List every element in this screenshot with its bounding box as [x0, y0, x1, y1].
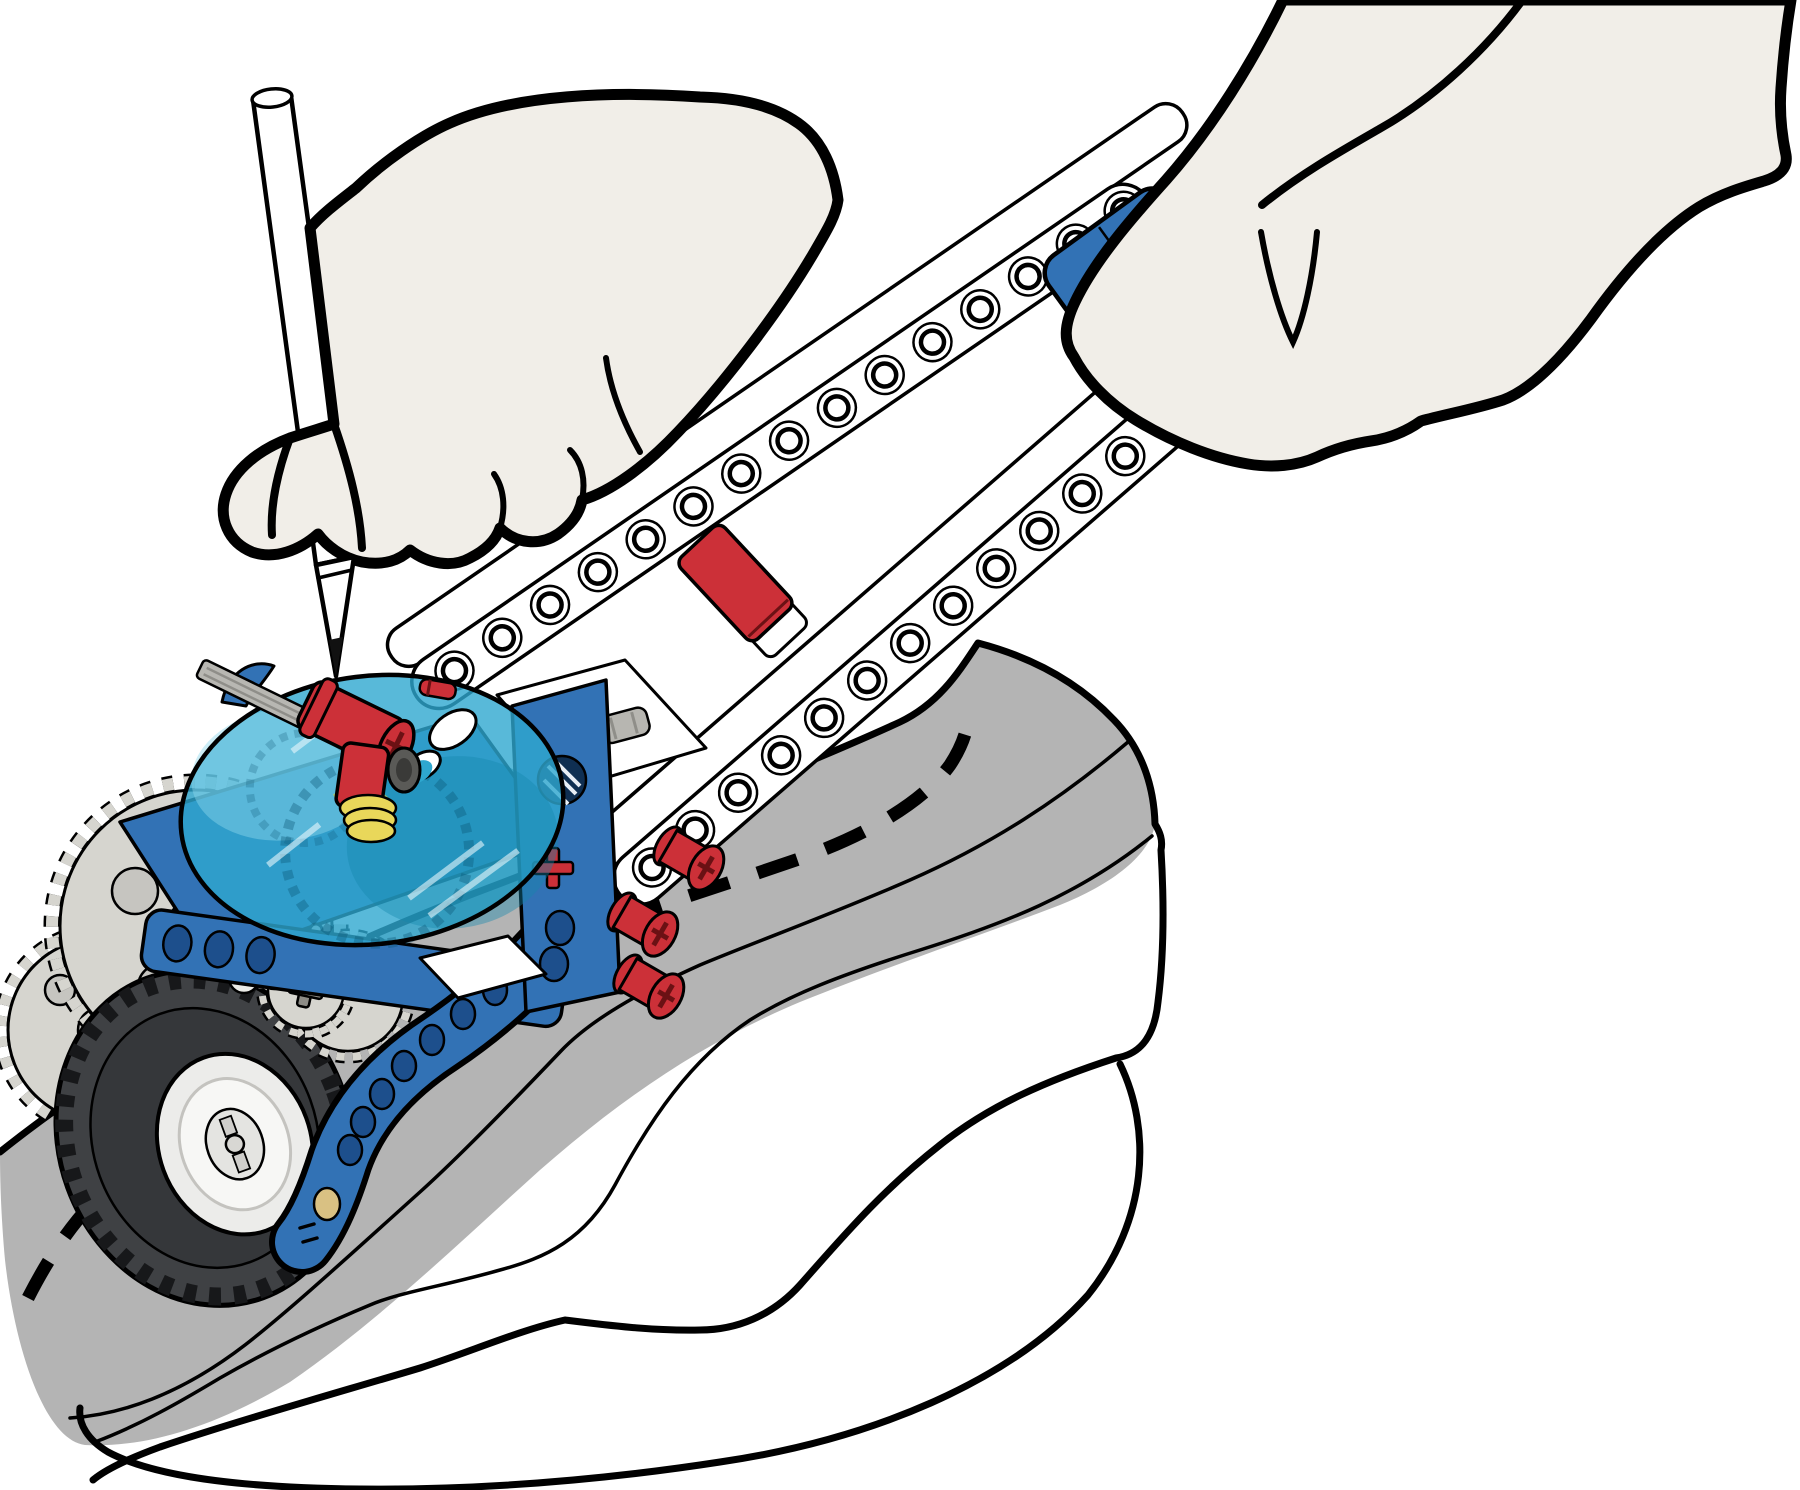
- left-hand-outline: [217, 88, 844, 569]
- wheel-hub: [154, 1051, 315, 1237]
- pencil-tip: [313, 554, 357, 679]
- dial-disc: [178, 659, 566, 949]
- left-hand-with-pencil: [217, 87, 844, 679]
- dial-hole: [428, 708, 478, 751]
- surface-crease-line: [68, 740, 1130, 1420]
- yellow-bush: [345, 818, 397, 844]
- index-curl-crease: [330, 420, 366, 552]
- graphite-tip: [329, 637, 343, 676]
- thumb-crease: [267, 434, 294, 539]
- sole-bottom-outline: [76, 1060, 1144, 1490]
- red-pointer-connector: [296, 677, 457, 844]
- finger-crease: [1258, 0, 1525, 209]
- small-red-pin: [418, 677, 457, 701]
- slider-arm: [385, 101, 1311, 907]
- white-tile-lower: [418, 934, 548, 1000]
- right-hand: [1060, 0, 1797, 472]
- tan-axle-pin: [312, 1186, 342, 1222]
- palm-crease: [603, 355, 643, 455]
- fork-tip-slot: [298, 1222, 319, 1244]
- red-spacer-tube: [677, 523, 808, 659]
- knuckle-crease: [491, 471, 507, 531]
- surface-edge-line: [93, 834, 1154, 1444]
- fingernail: [1258, 229, 1320, 349]
- red-friction-pins: [606, 825, 726, 1020]
- upper-beam: [385, 101, 1189, 711]
- knuckle-crease: [567, 447, 587, 503]
